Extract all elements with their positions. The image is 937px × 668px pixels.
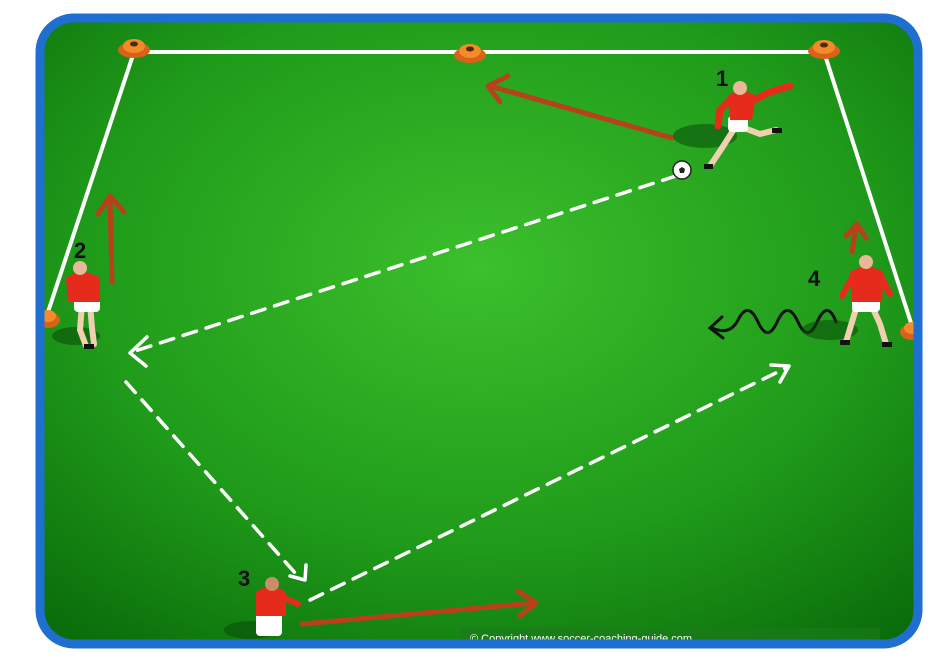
copyright-text: © Copyright www.soccer-coaching-guide.co… — [470, 633, 692, 645]
run-arrow-1 — [487, 83, 675, 141]
player-icon — [256, 577, 301, 636]
player-4-label: 4 — [808, 266, 821, 291]
player-icon — [704, 81, 794, 169]
player-shadow — [673, 124, 737, 148]
player-icon — [839, 255, 893, 347]
run-arrow-3-head — [515, 588, 539, 619]
arrowhead-at-2 — [128, 335, 149, 368]
cone-icon — [118, 39, 150, 58]
cone-icon — [454, 44, 486, 63]
run-arrow-4 — [849, 223, 859, 255]
cones — [40, 39, 918, 340]
player-4: 4 — [802, 255, 893, 347]
arrowhead-at-3 — [288, 563, 308, 582]
pass-line-1-to-2 — [130, 174, 678, 354]
run-arrow-3 — [299, 600, 537, 627]
run-arrows — [95, 73, 869, 627]
pass-line-2-to-3 — [124, 380, 298, 576]
pass-line-3-to-4 — [308, 366, 788, 602]
player-icon — [66, 261, 100, 349]
player-shadow — [52, 327, 100, 345]
diagram-border — [35, 13, 923, 649]
player-2-label: 2 — [74, 238, 86, 263]
dribble-arrowhead — [707, 315, 725, 340]
pitch-background — [40, 18, 918, 644]
run-arrow-4-head — [843, 221, 869, 241]
player-2: 2 — [52, 238, 100, 349]
run-arrow-1-head — [485, 73, 511, 105]
player-1: 1 — [673, 66, 794, 169]
soccer-ball-icon — [672, 160, 692, 180]
cone-icon — [808, 40, 840, 59]
run-arrow-2 — [107, 195, 115, 285]
dribble-path — [707, 309, 838, 340]
player-3: 3 — [224, 566, 301, 639]
arrowhead-at-4 — [769, 363, 791, 384]
run-arrow-2-head — [95, 193, 127, 217]
player-1-label: 1 — [716, 66, 728, 91]
player-3-label: 3 — [238, 566, 250, 591]
pass-arrowheads — [128, 335, 791, 582]
player-shadow — [802, 320, 858, 340]
pass-lines — [124, 174, 788, 602]
